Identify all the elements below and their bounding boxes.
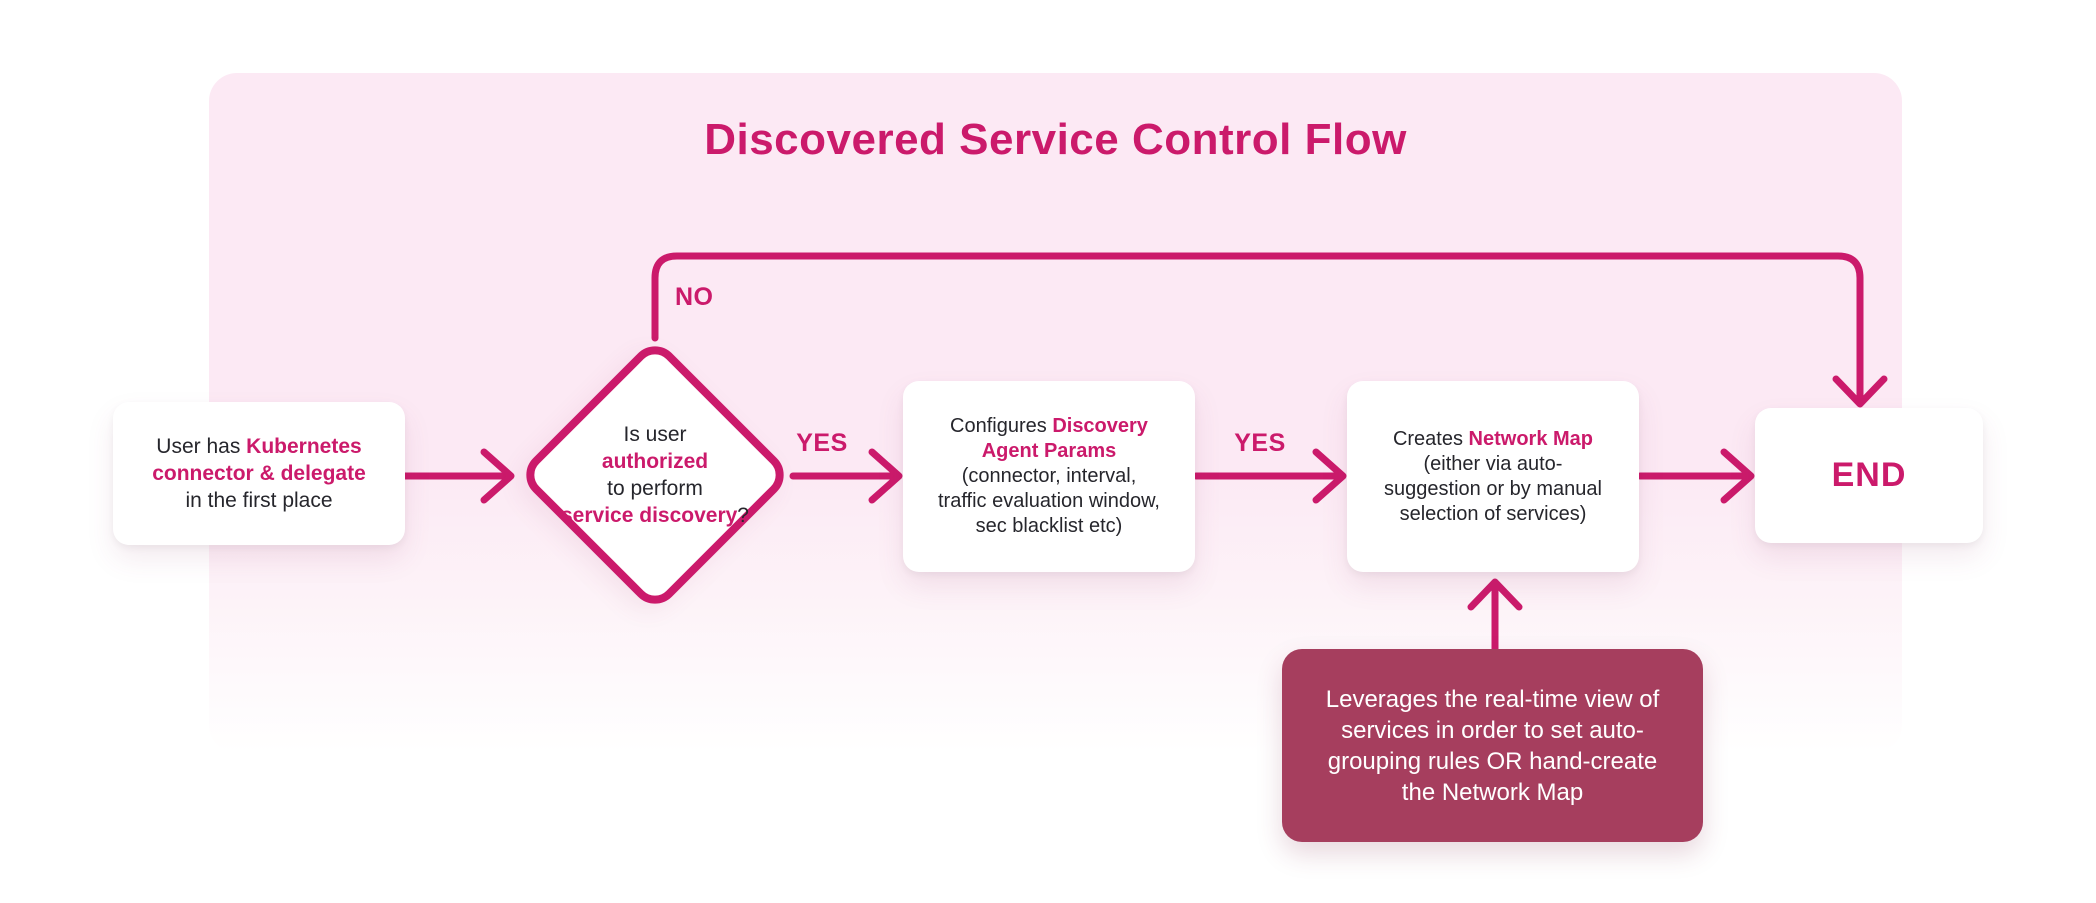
arrowhead-create-map-to-end — [1720, 448, 1755, 504]
node-create-network-map: Creates Network Map(either via auto-sugg… — [1347, 381, 1639, 572]
arrowhead-decision-to-configure — [868, 448, 903, 504]
edge-label-yes-1: YES — [796, 429, 848, 457]
arrowhead-start-to-decision — [480, 448, 515, 504]
arrowhead-no-loop-to-end — [1832, 375, 1888, 408]
node-create-network-map-text: Creates Network Map(either via auto-sugg… — [1384, 427, 1602, 525]
node-end: END — [1755, 408, 1983, 543]
arrowhead-note-to-create-map — [1467, 578, 1523, 611]
arrowhead-configure-to-create-map — [1312, 448, 1347, 504]
edge-label-yes-2: YES — [1234, 429, 1286, 457]
edge-decision-no-loop — [651, 252, 1864, 402]
diagram-title: Discovered Service Control Flow — [704, 115, 1407, 164]
edge-label-no: NO — [675, 283, 714, 311]
